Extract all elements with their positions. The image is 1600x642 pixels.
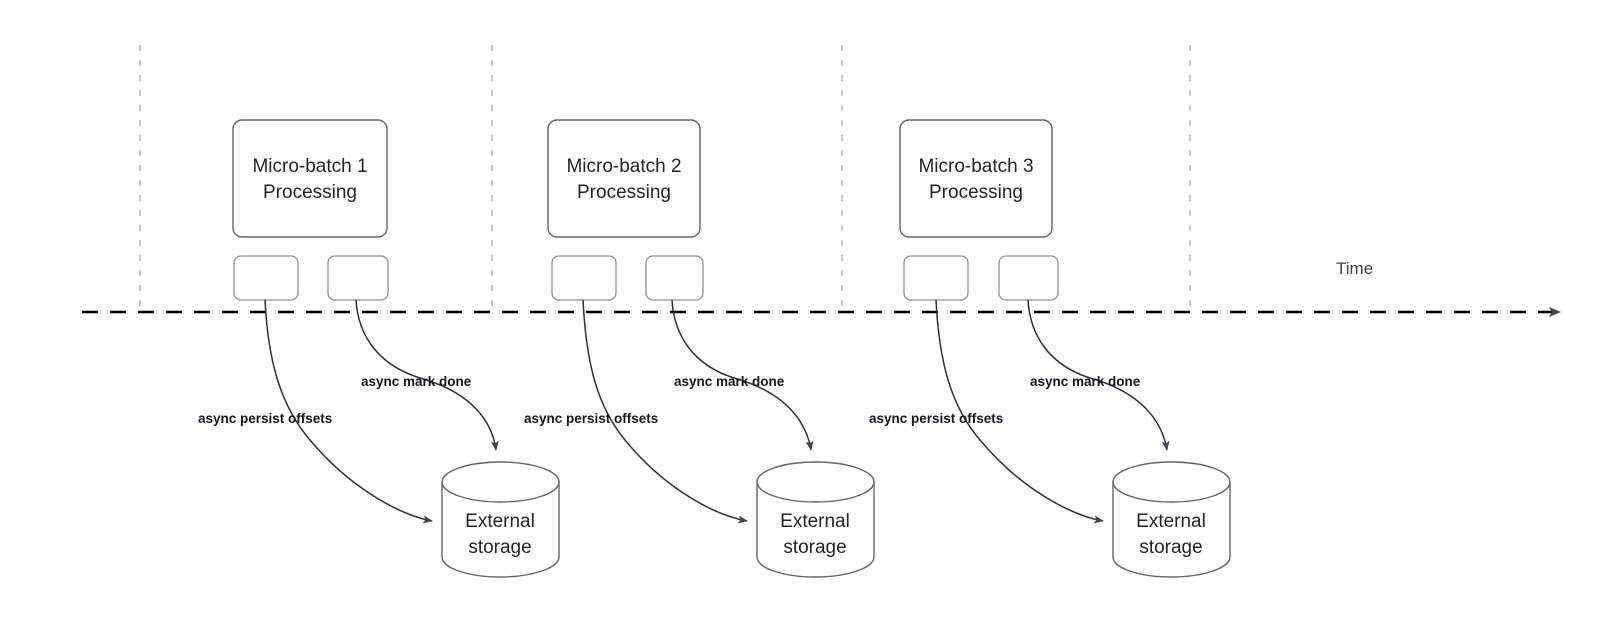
persist-offsets-arrow-3 <box>935 299 1104 524</box>
persist-offsets-arrow-2 <box>582 299 748 524</box>
cylinder-top-1 <box>441 461 560 503</box>
storage-label-1-line2: storage <box>468 537 531 558</box>
storage-label-3-line2: storage <box>1139 537 1202 558</box>
group-3: Micro-batch 3 Processing async mark done… <box>869 119 1231 578</box>
process-box-1-line1: Micro-batch 1 <box>252 156 367 177</box>
persist-offsets-label-3: async persist offsets <box>869 411 1003 426</box>
timeline-time-label: Time <box>1336 259 1373 278</box>
group-2: Micro-batch 2 Processing async mark done… <box>524 119 875 578</box>
group-1: Micro-batch 1 Processing async mark done… <box>198 119 560 578</box>
mark-done-label-1: async mark done <box>361 374 472 389</box>
persist-offsets-label-1: async persist offsets <box>198 411 332 426</box>
storage-label-2-line2: storage <box>783 537 846 558</box>
cylinder-top-3 <box>1112 461 1231 503</box>
process-box-1-line2: Processing <box>263 182 357 203</box>
process-box-2-line1: Micro-batch 2 <box>566 156 681 177</box>
external-storage-cylinder-2[interactable]: External storage <box>756 461 875 578</box>
mark-done-label-2: async mark done <box>674 374 785 389</box>
persist-offsets-label-2: async persist offsets <box>524 411 658 426</box>
mark-done-label-3: async mark done <box>1030 374 1141 389</box>
cylinder-top-2 <box>756 461 875 503</box>
cylinder-body-3 <box>1112 481 1231 578</box>
process-box-3[interactable] <box>899 119 1053 238</box>
external-storage-cylinder-1[interactable]: External storage <box>441 461 560 578</box>
persist-offsets-task-box-3[interactable] <box>903 255 969 301</box>
storage-label-3-line1: External <box>1136 511 1206 532</box>
cylinder-body-2 <box>756 481 875 578</box>
process-box-2-line2: Processing <box>577 182 671 203</box>
storage-label-1-line1: External <box>465 511 535 532</box>
timeline-axis: Time <box>82 259 1561 317</box>
process-box-3-line2: Processing <box>929 182 1023 203</box>
storage-label-2-line1: External <box>780 511 850 532</box>
persist-offsets-task-box-2[interactable] <box>551 255 617 301</box>
mark-done-task-box-3[interactable] <box>998 255 1059 301</box>
process-box-2[interactable] <box>547 119 701 238</box>
process-box-1[interactable] <box>232 119 388 238</box>
persist-offsets-arrow-1 <box>264 299 433 524</box>
mark-done-arrow-3 <box>1027 299 1170 451</box>
persist-offsets-task-box-1[interactable] <box>233 255 299 301</box>
mark-done-arrow-1 <box>355 299 499 451</box>
mark-done-arrow-2 <box>671 299 814 451</box>
external-storage-cylinder-3[interactable]: External storage <box>1112 461 1231 578</box>
mark-done-task-box-2[interactable] <box>645 255 704 301</box>
cylinder-body-1 <box>441 481 560 578</box>
mark-done-task-box-1[interactable] <box>327 255 389 301</box>
process-box-3-line1: Micro-batch 3 <box>918 156 1033 177</box>
